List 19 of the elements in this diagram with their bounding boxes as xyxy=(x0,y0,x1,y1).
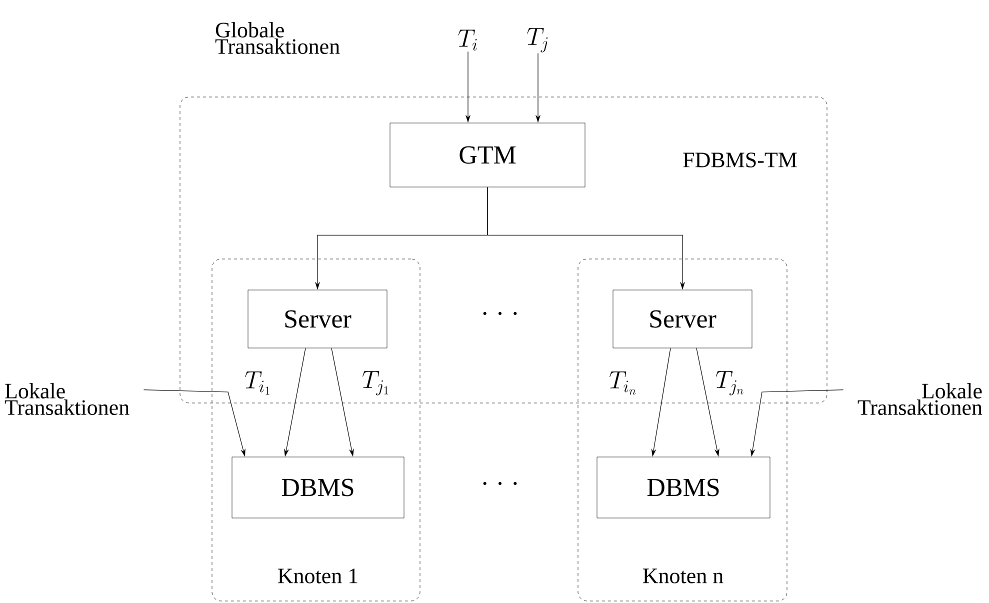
text-label: Lokale Transaktionen xyxy=(4,383,130,415)
edge-label: $T_{i_n}$ xyxy=(608,370,638,396)
process-box: Server xyxy=(612,290,752,348)
ellipsis: · · · xyxy=(483,312,517,315)
region-label: Knoten 1 xyxy=(278,568,358,584)
process-box: DBMS xyxy=(232,456,404,518)
text-label: Globale Transaktionen xyxy=(215,22,340,54)
region-label: FDBMS-TM xyxy=(683,152,797,168)
transaction-symbol: $T_{j}$ xyxy=(527,28,548,52)
process-box: DBMS xyxy=(596,456,770,518)
text-label: Lokale Transaktionen xyxy=(858,383,982,415)
transaction-symbol: $T_{i}$ xyxy=(458,30,477,51)
edge-label: $T_{j_n}$ xyxy=(714,370,746,396)
edge-label: $T_{i_1}$ xyxy=(244,370,272,396)
ellipsis: · · · xyxy=(483,482,517,485)
process-box: Server xyxy=(248,290,388,348)
edge-label: $T_{j_1}$ xyxy=(360,370,392,396)
process-box: GTM xyxy=(390,122,586,188)
region-label: Knoten n xyxy=(643,568,724,584)
